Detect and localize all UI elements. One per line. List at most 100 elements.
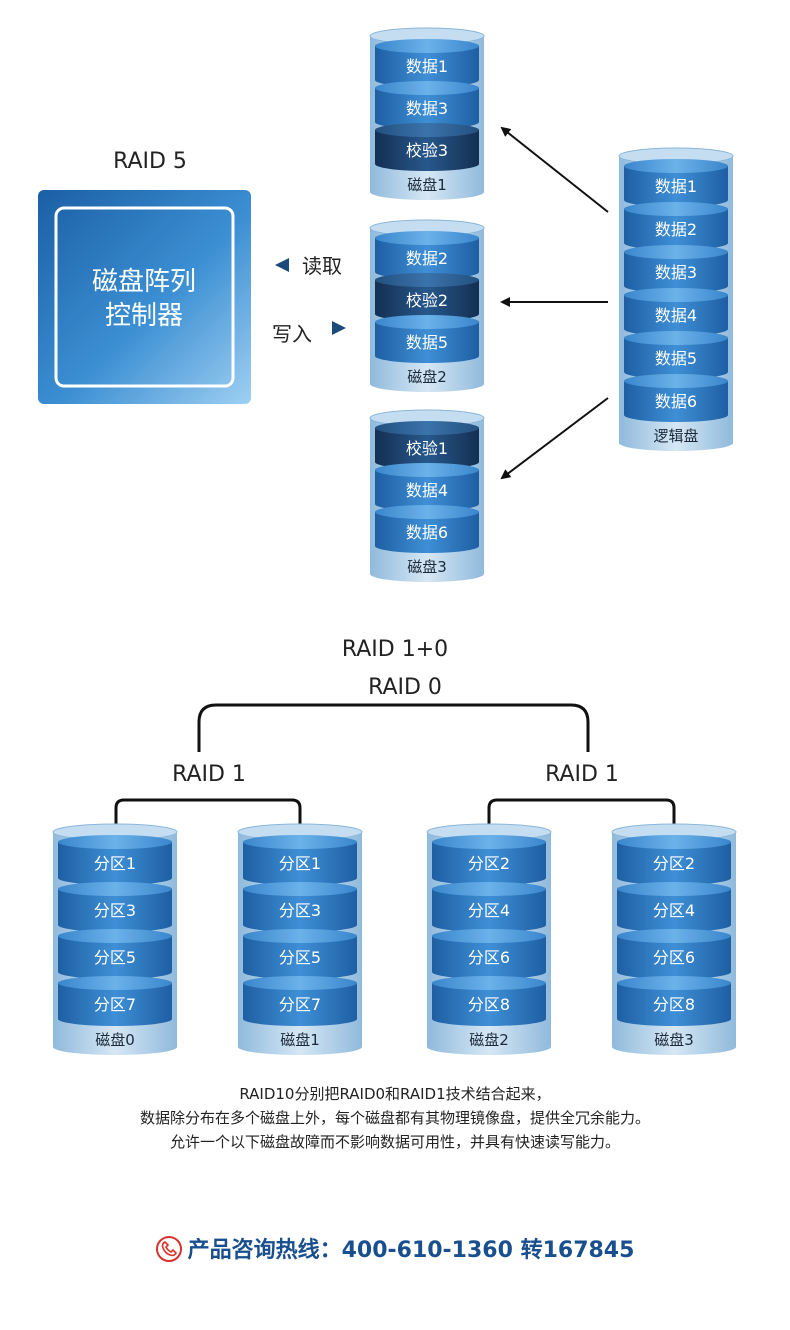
disk-segment: 数据5 <box>624 331 728 379</box>
segment-label: 数据2 <box>655 220 697 239</box>
disk-label: 磁盘1 <box>407 176 447 194</box>
disk-segment: 分区3 <box>243 882 357 932</box>
raid5-disk-1: 数据1 数据3 校验3 磁盘1 <box>369 27 485 200</box>
raid5-disk-2: 数据2 校验2 数据5 磁盘2 <box>369 219 485 392</box>
segment-label: 校验3 <box>406 141 448 160</box>
raid0-label: RAID 0 <box>368 675 442 700</box>
disk-segment: 分区7 <box>243 976 357 1026</box>
disk-label: 磁盘0 <box>95 1031 135 1049</box>
segment-label: 分区5 <box>279 948 321 967</box>
description-line: RAID10分别把RAID0和RAID1技术结合起来， <box>239 1085 551 1103</box>
segment-label: 分区2 <box>468 854 510 873</box>
raid10-disks: 分区1分区3分区5分区7磁盘0分区1分区3分区5分区7磁盘1分区2分区4分区6分… <box>52 823 737 1055</box>
disk-label: 磁盘3 <box>407 558 447 576</box>
segment-label: 数据4 <box>406 481 448 500</box>
disk-segment: 分区4 <box>432 882 546 932</box>
hotline-label: 产品咨询热线： <box>187 1238 342 1263</box>
raid-diagram: RAID 5 磁盘阵列 控制器 读取 写入 数据1 数据3 校验3 磁盘1 数据2 校验2… <box>38 27 737 1055</box>
disk-label: 磁盘2 <box>407 368 447 386</box>
phone-icon <box>155 1236 182 1262</box>
segment-label: 分区7 <box>279 995 321 1014</box>
raid1-bracket-left <box>114 798 302 836</box>
segment-label: 分区8 <box>468 995 510 1014</box>
disk-segment: 分区1 <box>243 835 357 885</box>
raid5-disks: 数据1 数据3 校验3 磁盘1 数据2 校验2 数据5 磁盘2 校验1 数据4 数据6 磁盘3 <box>369 27 485 582</box>
disk-segment: 数据6 <box>375 505 479 553</box>
segment-label: 数据5 <box>406 333 448 352</box>
disk-segment: 数据4 <box>375 463 479 511</box>
segment-label: 分区1 <box>279 854 321 873</box>
segment-label: 数据2 <box>406 249 448 268</box>
disk-array-controller: 磁盘阵列 控制器 <box>38 190 251 404</box>
segment-label: 数据1 <box>655 177 697 196</box>
segment-label: 校验1 <box>406 439 448 458</box>
disk-segment: 分区1 <box>58 835 172 885</box>
raid0-bracket <box>197 703 590 752</box>
hotline-number: 400-610-1360 转167845 <box>341 1238 635 1263</box>
disk-label: 磁盘2 <box>469 1031 509 1049</box>
raid10-description: RAID10分别把RAID0和RAID1技术结合起来， 数据除分布在多个磁盘上外… <box>0 1082 790 1154</box>
raid10-disk-0: 分区1 分区3 分区5 分区7 磁盘0 <box>52 823 178 1055</box>
segment-label: 数据6 <box>655 392 697 411</box>
hotline: 产品咨询热线：400-610-1360 转167845 <box>0 1232 790 1264</box>
raid10-title: RAID 1+0 <box>342 637 448 662</box>
segment-label: 分区3 <box>279 901 321 920</box>
segment-label: 数据3 <box>655 263 697 282</box>
arrow-to-disk3 <box>500 397 609 480</box>
disk-segment: 数据3 <box>624 245 728 293</box>
raid5-disk-3: 校验1 数据4 数据6 磁盘3 <box>369 409 485 582</box>
disk-label: 磁盘1 <box>280 1031 320 1049</box>
segment-label: 校验2 <box>406 291 448 310</box>
disk-segment: 分区7 <box>58 976 172 1026</box>
segment-label: 分区8 <box>653 995 695 1014</box>
disk-segment: 数据2 <box>624 202 728 250</box>
disk-segment: 数据4 <box>624 288 728 336</box>
segment-label: 分区7 <box>94 995 136 1014</box>
disk-segment: 数据1 <box>624 159 728 207</box>
segment-label: 分区4 <box>653 901 695 920</box>
raid1-label-left: RAID 1 <box>172 762 246 787</box>
raid10-disk-1: 分区1 分区3 分区5 分区7 磁盘1 <box>237 823 363 1055</box>
write-arrow-icon <box>332 321 346 335</box>
disk-segment: 数据5 <box>375 315 479 363</box>
read-label: 读取 <box>302 254 342 278</box>
segment-label: 分区1 <box>94 854 136 873</box>
raid10-disk-2: 分区2 分区4 分区6 分区8 磁盘2 <box>426 823 552 1055</box>
segment-label: 分区6 <box>653 948 695 967</box>
segment-label: 分区4 <box>468 901 510 920</box>
disk-segment: 分区3 <box>58 882 172 932</box>
disk-segment: 分区6 <box>617 929 731 979</box>
disk-segment: 数据3 <box>375 81 479 129</box>
disk-segment: 数据1 <box>375 39 479 87</box>
disk-label: 磁盘3 <box>654 1031 694 1049</box>
segment-label: 数据6 <box>406 523 448 542</box>
disk-segment: 分区2 <box>617 835 731 885</box>
disk-segment: 校验3 <box>375 123 479 171</box>
segment-label: 分区3 <box>94 901 136 920</box>
disk-segment: 数据6 <box>624 374 728 422</box>
raid5-title: RAID 5 <box>113 149 187 174</box>
description-line: 允许一个以下磁盘故障而不影响数据可用性，并具有快速读写能力。 <box>169 1133 620 1151</box>
segment-label: 分区6 <box>468 948 510 967</box>
write-label: 写入 <box>272 322 312 346</box>
disk-segment: 校验1 <box>375 421 479 469</box>
segment-label: 数据4 <box>655 306 697 325</box>
disk-segment: 分区2 <box>432 835 546 885</box>
read-arrow-icon <box>275 258 289 272</box>
read-indicator: 读取 <box>275 254 342 278</box>
disk-segment: 分区5 <box>58 929 172 979</box>
segment-label: 数据5 <box>655 349 697 368</box>
segment-label: 分区5 <box>94 948 136 967</box>
disk-segment: 数据2 <box>375 231 479 279</box>
segment-label: 数据1 <box>406 57 448 76</box>
description-line: 数据除分布在多个磁盘上外，每个磁盘都有其物理镜像盘，提供全冗余能力。 <box>139 1109 650 1127</box>
raid1-label-right: RAID 1 <box>545 762 619 787</box>
disk-segment: 分区8 <box>617 976 731 1026</box>
disk-segment: 分区5 <box>243 929 357 979</box>
controller-title-line1: 磁盘阵列 <box>92 267 196 297</box>
disk-segment: 校验2 <box>375 273 479 321</box>
raid10-disk-3: 分区2 分区4 分区6 分区8 磁盘3 <box>611 823 737 1055</box>
disk-segment: 分区6 <box>432 929 546 979</box>
